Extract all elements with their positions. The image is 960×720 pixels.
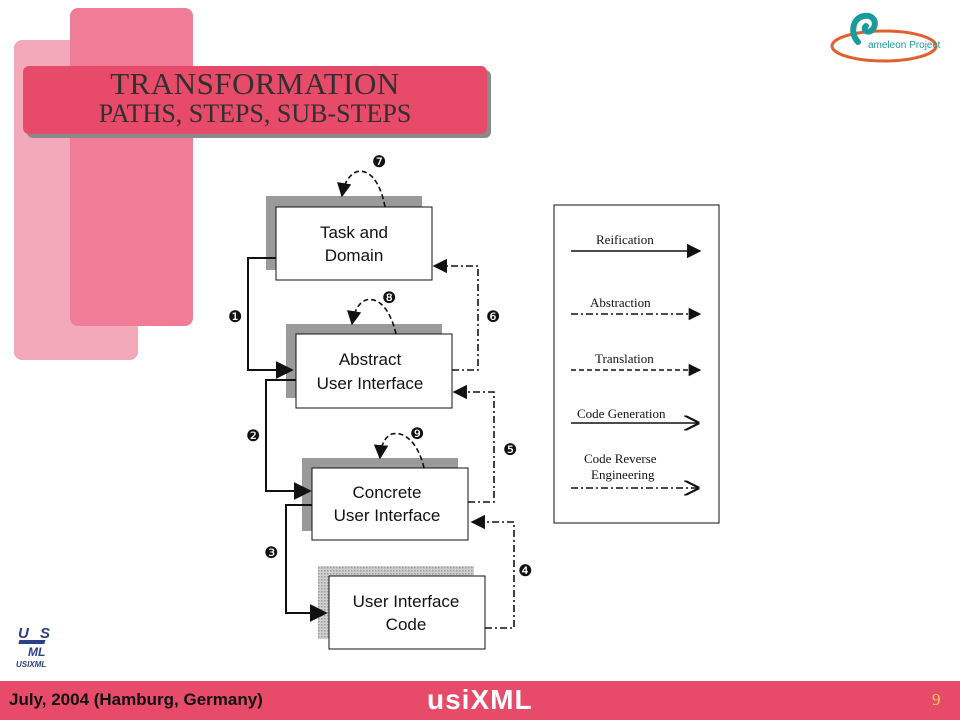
step-number-7: ❼ [372, 152, 386, 171]
slide-subtitle: PATHS, STEPS, SUB-STEPS [98, 99, 412, 128]
reification-arrow-3 [285, 504, 328, 622]
logo-letter-ml: ML [28, 645, 45, 659]
logo-usixml-text: USIXML [16, 660, 46, 669]
step-number-6: ❻ [486, 307, 500, 326]
abstract-ui-label-2: User Interface [317, 374, 424, 393]
ui-code-label-1: User Interface [353, 592, 460, 611]
slide-title: TRANSFORMATION [110, 66, 400, 101]
step-number-2: ❷ [246, 426, 260, 445]
abstraction-arrow-5 [452, 384, 495, 503]
task-domain-box [275, 206, 433, 281]
footer-date: July, 2004 (Hamburg, Germany) [9, 690, 263, 709]
step-number-9: ❾ [410, 424, 424, 443]
logo-text: ameleon Project [868, 40, 940, 51]
concrete-ui-label-2: User Interface [334, 506, 441, 525]
task-domain-label-2: Domain [325, 246, 384, 265]
legend-reification-label: Reification [596, 232, 654, 247]
page-number: 9 [932, 690, 941, 709]
cameleon-logo: ameleon Project [830, 12, 940, 63]
translation-loop-7 [337, 170, 386, 208]
logo-letter-u: U [18, 625, 30, 642]
decorative-panel-dark [70, 8, 193, 326]
translation-loop-8 [347, 298, 397, 335]
abstract-ui-box [295, 333, 453, 409]
legend-code-generation-label: Code Generation [577, 406, 666, 421]
footer-bar: July, 2004 (Hamburg, Germany) usiXML 9 [0, 681, 960, 720]
translation-loop-9 [373, 432, 425, 469]
step-number-1: ❶ [228, 307, 242, 326]
legend-translation-label: Translation [595, 351, 654, 366]
title-banner: TRANSFORMATION PATHS, STEPS, SUB-STEPS [23, 66, 487, 134]
concrete-ui-box [311, 467, 469, 541]
concrete-ui-label-1: Concrete [353, 483, 422, 502]
logo-swoosh [830, 29, 938, 63]
reification-arrow-2 [265, 379, 312, 500]
task-domain-label-1: Task and [320, 223, 388, 242]
ui-code-box [328, 575, 486, 650]
step-number-5: ❺ [503, 440, 517, 459]
footer-brand: usiXML [427, 684, 533, 715]
usixml-logo: U S ML USIXML [16, 625, 50, 669]
legend-code-reverse-label-2: Engineering [591, 467, 655, 482]
chameleon-icon [850, 12, 878, 45]
logo-bar [18, 640, 46, 644]
step-number-4: ❹ [518, 561, 532, 580]
abstract-ui-label-1: Abstract [339, 350, 402, 369]
step-number-8: ❽ [382, 288, 396, 307]
abstraction-arrow-6 [432, 258, 479, 371]
step-number-3: ❸ [264, 543, 278, 562]
abstraction-arrow-4 [470, 514, 515, 629]
ui-code-label-2: Code [386, 615, 427, 634]
reification-arrow-1 [247, 257, 294, 379]
legend-code-reverse-label-1: Code Reverse [584, 451, 657, 466]
logo-letter-s: S [40, 625, 50, 642]
legend-abstraction-label: Abstraction [590, 295, 651, 310]
